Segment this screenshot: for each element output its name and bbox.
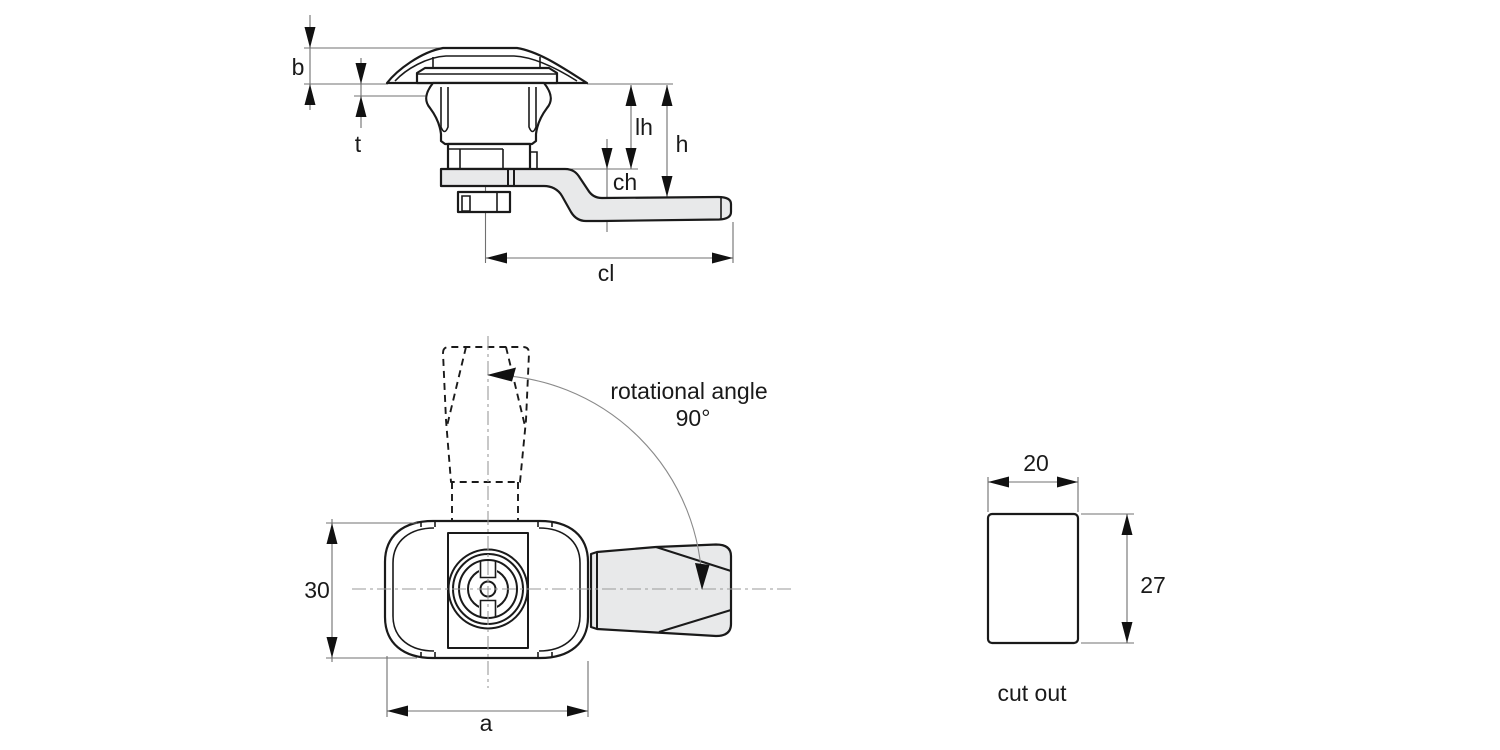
- dome-inner-line: [394, 55, 578, 82]
- clip-body: [425, 81, 552, 146]
- arrowhead: [988, 476, 1009, 488]
- grip-face-edge: [658, 609, 732, 633]
- dim-27: 27: [1081, 513, 1166, 644]
- dashed-grip-face: [446, 346, 467, 427]
- rotation-arc: [487, 374, 703, 590]
- arrowhead: [567, 705, 588, 717]
- arrowhead: [1057, 476, 1078, 488]
- front-view: rotational angle 90° 30 a: [304, 336, 795, 736]
- dim-label-20: 20: [1023, 450, 1049, 476]
- head-flange: [415, 66, 559, 85]
- dim-a: a: [386, 656, 589, 736]
- dim-t: t: [355, 58, 367, 157]
- dim-label-a: a: [480, 710, 493, 736]
- dim-label-lh: lh: [635, 114, 653, 140]
- handle-rotated-dashed: [442, 346, 530, 520]
- arrowhead: [712, 252, 733, 264]
- center-face: [447, 532, 529, 649]
- clip-slot-left: [440, 87, 449, 133]
- dim-label-ch: ch: [613, 169, 637, 195]
- arrowhead: [355, 63, 367, 84]
- cutout-rectangle: [986, 512, 1080, 645]
- dim-label-27: 27: [1140, 572, 1166, 598]
- arrowhead: [661, 176, 673, 197]
- clip-slot-right: [528, 87, 537, 133]
- neck-step: [530, 151, 538, 169]
- rotation-annotation: rotational angle 90°: [487, 367, 768, 590]
- dim-label-h: h: [676, 131, 689, 157]
- centerlines: [352, 336, 795, 688]
- dim-lh: lh: [625, 85, 653, 169]
- slot-mask: [479, 600, 497, 621]
- arrowhead: [601, 148, 613, 169]
- side-view: b t lh h ch: [292, 15, 734, 286]
- nut: [456, 190, 512, 214]
- cutout-view: 20 27 cut out: [986, 450, 1166, 706]
- wing-grip: [589, 543, 733, 638]
- cutout-caption: cut out: [997, 680, 1067, 706]
- key-slot-top: [479, 561, 497, 579]
- dashed-grip-outline: [442, 346, 530, 483]
- arrowhead: [625, 148, 637, 169]
- arrowhead: [1121, 514, 1133, 535]
- arrowhead: [387, 705, 408, 717]
- dashed-grip-face: [505, 346, 526, 427]
- housing-notches: [420, 521, 553, 658]
- dim-label-30: 30: [304, 577, 330, 603]
- arrowhead: [486, 252, 507, 264]
- dim-label-t: t: [355, 131, 362, 157]
- grip-body: [589, 543, 733, 638]
- dim-20: 20: [987, 450, 1079, 512]
- key-slot-bottom: [479, 599, 497, 617]
- dim-b: b: [292, 15, 316, 110]
- arc-arrowhead: [695, 563, 710, 590]
- arrowhead: [326, 637, 338, 658]
- arrowhead: [304, 27, 316, 48]
- nut-detail: [461, 195, 471, 212]
- dim-label-b: b: [292, 54, 305, 80]
- dim-h: h: [661, 85, 689, 197]
- dim-cl: cl: [486, 252, 733, 286]
- lock-side-outline: [385, 46, 733, 223]
- arrowhead: [326, 523, 338, 544]
- arrowhead: [304, 84, 316, 105]
- dim-30: 30: [304, 519, 417, 662]
- dim-label-cl: cl: [598, 260, 615, 286]
- arrowhead: [661, 85, 673, 106]
- arrowhead: [1121, 622, 1133, 643]
- arrowhead: [355, 96, 367, 117]
- arrowhead: [625, 85, 637, 106]
- housing-inset-left: [392, 527, 435, 652]
- grip-face-edge: [655, 546, 732, 572]
- rotation-label: rotational angle: [610, 378, 767, 404]
- arc-arrowhead: [487, 367, 516, 382]
- rotation-angle-value: 90°: [676, 405, 711, 431]
